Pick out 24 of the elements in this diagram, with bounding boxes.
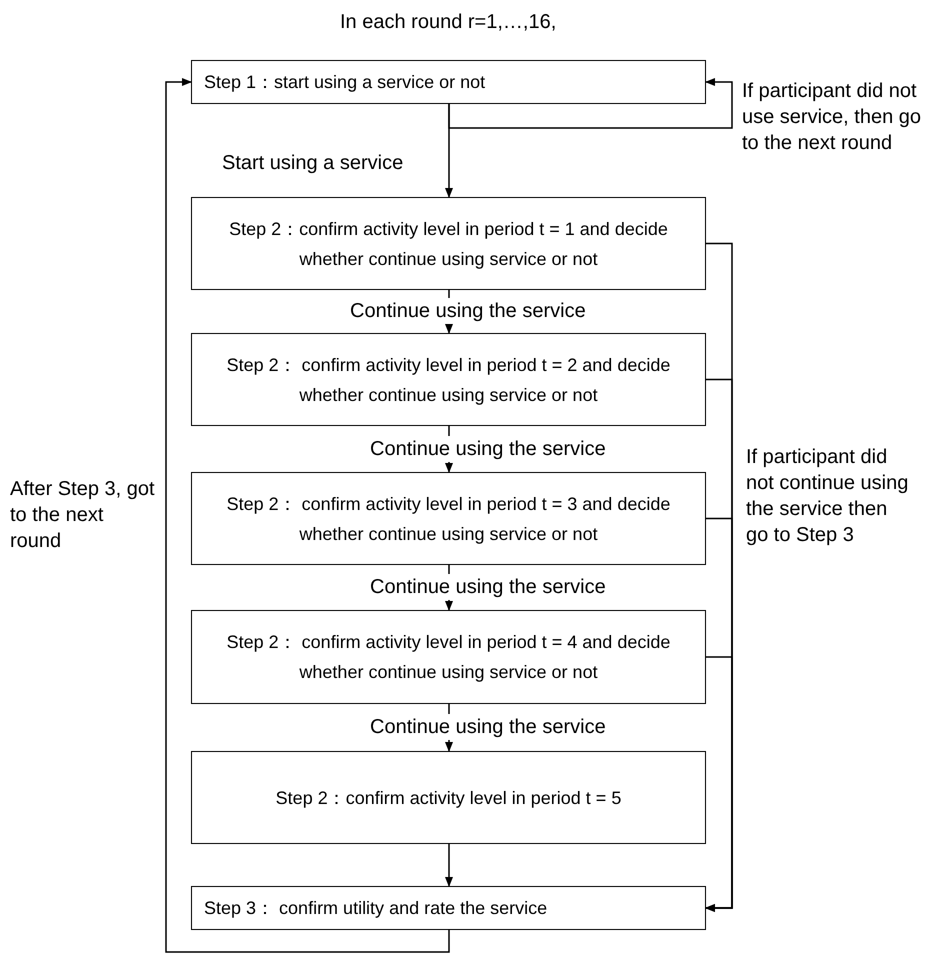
edge-label: Continue using the service [370,714,606,740]
arrow [445,844,453,887]
arrow [165,78,450,953]
arrow [705,656,733,912]
process-box [191,886,706,930]
step-text: Step 2： confirm activity level in period t = 3 and decide whether continue using service or not [226,492,672,546]
process-box [191,197,706,290]
edge-label: Continue using the service [370,574,606,600]
step-text: Step 3： confirm utility and rate the service [204,897,548,920]
arrow [448,78,733,129]
process-box [191,472,706,565]
step-text: Step 2：confirm activity level in period t = 5 [274,786,622,810]
step-text: Step 2： confirm activity level in period t = 2 and decide whether continue using service or not [226,354,672,407]
step-text: Step 2： confirm activity level in period t = 4 and decide whether continue using service or not [226,631,672,684]
note-text: If participant did not continue using the service then go to Step 3 [746,445,910,548]
process-box [191,60,706,104]
title: In each round r=1,…,16, [340,10,556,34]
process-box [191,751,706,844]
process-box [191,333,706,426]
step-text: Step 2：confirm activity level in period t = 1 and decide whether continue using service or not [228,218,669,271]
edge-label: Continue using the service [350,298,586,324]
process-box [191,610,706,704]
step-text: Step 1：start using a service or not [204,71,486,94]
edge-label: Continue using the service [370,436,606,462]
